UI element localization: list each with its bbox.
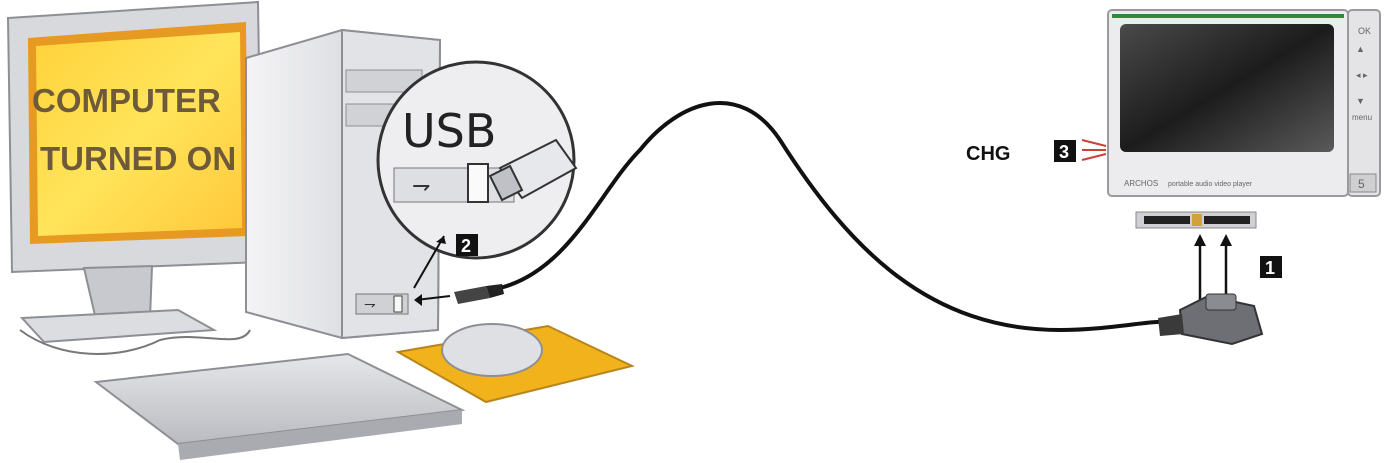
step-1-badge: 1 [1260, 256, 1282, 278]
step-3-badge: 3 [1054, 140, 1076, 162]
usb-cable [500, 103, 1170, 330]
monitor-text-line2: TURNED ON [40, 140, 236, 177]
svg-text:2: 2 [461, 236, 471, 256]
keyboard [96, 354, 462, 460]
svg-text:3: 3 [1059, 142, 1069, 162]
chg-indicator-arrows [1082, 140, 1106, 160]
device-ok-button[interactable]: OK [1358, 26, 1371, 36]
tower-usb-port [394, 296, 402, 312]
zoom-usb-symbol-icon: ⇁ [412, 173, 430, 198]
monitor-text-line1: COMPUTER [32, 82, 221, 119]
device-subtitle: portable audio video player [1168, 181, 1253, 188]
device-accent-stripe [1112, 14, 1344, 18]
device-brand: ARCHOS [1124, 179, 1158, 188]
usb-zoom-label: USB [402, 104, 496, 158]
monitor: COMPUTER TURNED ON [8, 2, 262, 342]
zoom-usb-port [468, 164, 488, 202]
chg-label: CHG [966, 143, 1010, 165]
usb-symbol-icon: ⇁ [364, 296, 376, 312]
mouse [442, 324, 542, 376]
media-player-device: ARCHOS portable audio video player OK ▲ … [1108, 10, 1380, 196]
cable-usb-plug [454, 286, 490, 304]
dock-connector [1136, 212, 1256, 228]
device-up-button[interactable]: ▲ [1356, 44, 1365, 54]
usb-zoom-callout: USB ⇁ [378, 62, 576, 258]
device-menu-button[interactable]: menu [1352, 113, 1372, 122]
cable-dock-plug [1158, 294, 1262, 344]
monitor-screen [36, 32, 242, 236]
device-model: 5 [1358, 177, 1365, 191]
device-down-button[interactable]: ▼ [1356, 96, 1365, 106]
svg-text:1: 1 [1265, 258, 1275, 278]
device-screen [1120, 24, 1334, 152]
device-left-right-button[interactable]: ◂ ▸ [1356, 70, 1368, 80]
step-2-badge: 2 [456, 234, 478, 256]
